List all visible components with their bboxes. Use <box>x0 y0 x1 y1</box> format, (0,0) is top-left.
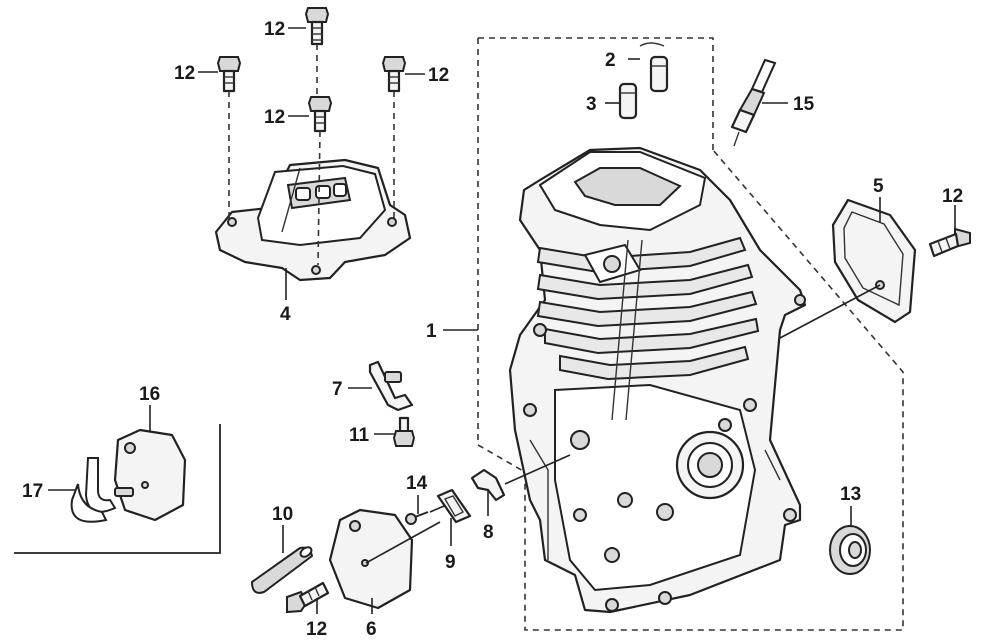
callout-1: 1 <box>426 321 437 342</box>
spark-plug <box>730 58 777 147</box>
bolt-alignment-lines <box>228 44 395 266</box>
bolt-11 <box>392 416 416 447</box>
callout-7: 7 <box>332 379 343 400</box>
callout-2: 2 <box>605 50 616 71</box>
valve-guide <box>618 82 638 120</box>
bracket <box>368 360 414 412</box>
callout-5: 5 <box>873 176 884 197</box>
bolt-12-right <box>381 56 407 93</box>
callout-8: 8 <box>483 522 494 543</box>
callout-17: 17 <box>22 481 43 502</box>
callout-12-bottom: 12 <box>306 619 327 640</box>
assembly-boundary <box>477 37 904 631</box>
callout-12-top: 12 <box>264 19 285 40</box>
side-cover-plate <box>831 198 917 324</box>
callout-9: 9 <box>445 552 456 573</box>
callout-12-mid: 12 <box>264 107 285 128</box>
bolt-12-mid <box>307 96 333 133</box>
callout-15: 15 <box>793 94 815 115</box>
bolt-12-bottom <box>286 581 330 614</box>
breather-cover <box>328 508 414 610</box>
callout-12-left: 12 <box>174 63 195 84</box>
callout-12-right: 12 <box>428 65 449 86</box>
callout-12-side: 12 <box>942 186 963 207</box>
valve-cover <box>214 158 412 282</box>
inset-cover-plate <box>113 428 187 522</box>
oil-seal <box>829 525 871 575</box>
callout-16: 16 <box>139 384 160 405</box>
callout-3: 3 <box>586 94 597 115</box>
breather-tube <box>250 546 314 594</box>
callout-13: 13 <box>840 484 861 505</box>
callout-labels: 12 12 12 12 12 12 1 2 3 4 5 6 7 8 9 10 1… <box>22 19 963 640</box>
callout-6: 6 <box>366 619 377 640</box>
callout-4: 4 <box>280 304 291 325</box>
valve-clip <box>639 42 669 93</box>
screw-14 <box>405 511 429 525</box>
bolt-12-side <box>928 227 971 258</box>
bolt-12-top <box>304 7 330 46</box>
inset-hose <box>70 457 134 523</box>
bolt-12-left <box>216 56 242 93</box>
small-gasket <box>436 488 472 524</box>
cylinder-block <box>508 146 807 614</box>
callout-11: 11 <box>349 425 370 446</box>
governor-lever <box>470 468 506 502</box>
callout-14: 14 <box>406 473 428 494</box>
inset-box <box>14 424 221 554</box>
leader-lines <box>48 27 956 614</box>
callout-10: 10 <box>272 504 293 525</box>
